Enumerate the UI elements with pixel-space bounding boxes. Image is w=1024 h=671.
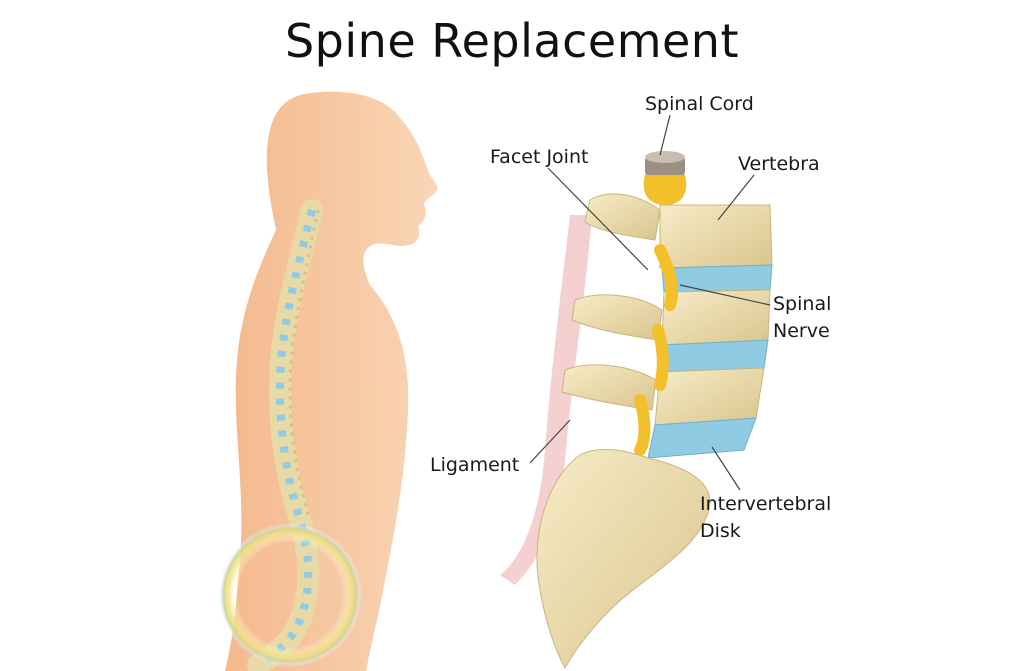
label-intervertebral-disk-line1: Intervertebral xyxy=(700,493,831,515)
label-spinal-cord: Spinal Cord xyxy=(645,93,754,115)
label-intervertebral-disk-line2: Disk xyxy=(700,520,741,542)
sacrum xyxy=(536,449,711,670)
leader-lines xyxy=(529,114,771,491)
spinal-cord xyxy=(643,151,687,205)
label-spinal-nerve-line1: Spinal xyxy=(773,293,831,315)
label-spinal-nerve-line2: Nerve xyxy=(773,320,830,342)
lumbar-highlight-circle xyxy=(218,523,362,667)
ligament-band xyxy=(500,215,592,585)
label-facet-joint: Facet Joint xyxy=(490,146,588,168)
spinal-nerves xyxy=(634,244,678,456)
lumbar-vertebrae xyxy=(561,193,773,459)
diagram-title: Spine Replacement xyxy=(284,14,739,68)
label-vertebra: Vertebra xyxy=(738,153,820,175)
label-ligament: Ligament xyxy=(430,454,519,476)
